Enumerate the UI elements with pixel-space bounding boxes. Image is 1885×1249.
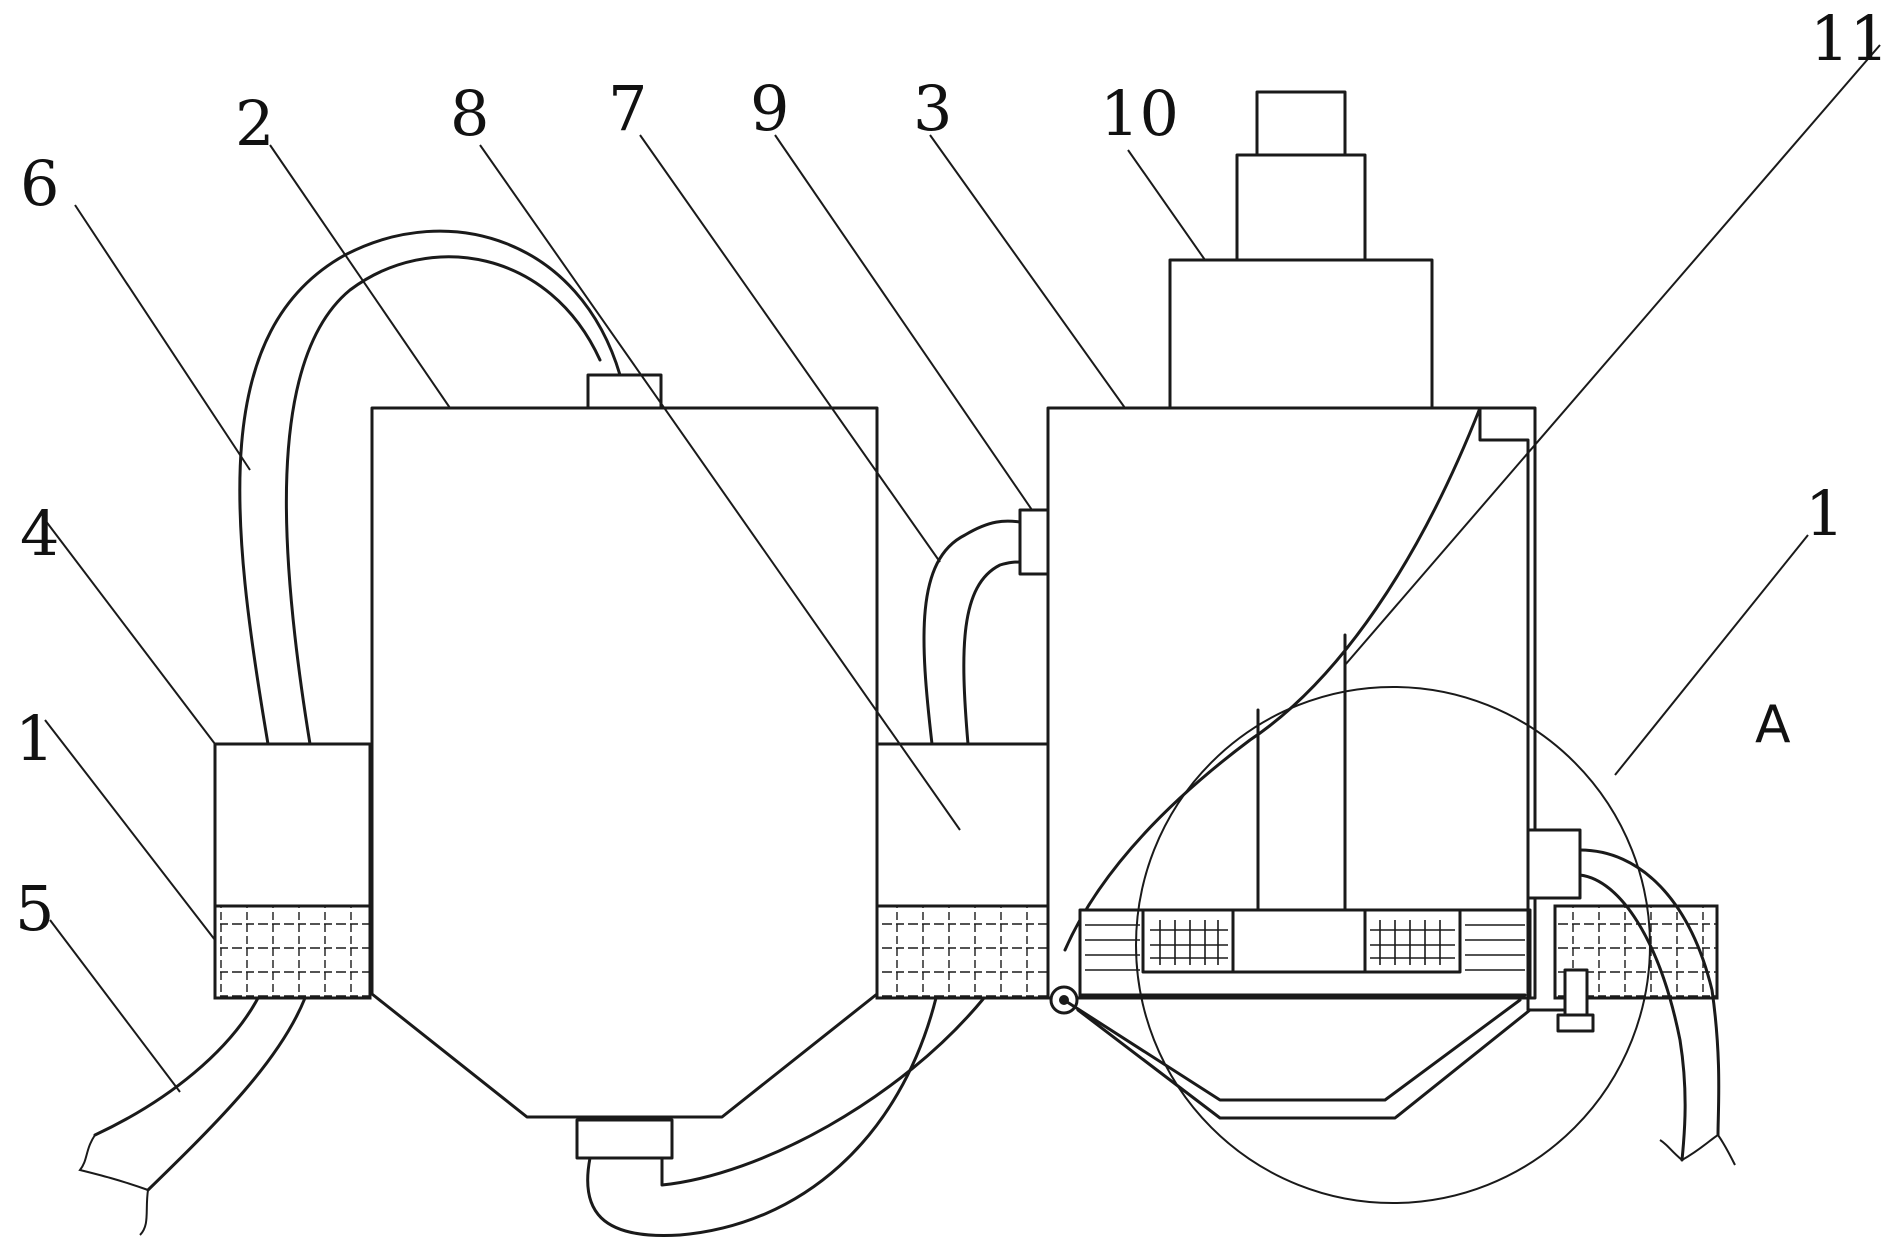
- detail-circle-a: [1135, 686, 1651, 1204]
- tank-3: [1046, 90, 1537, 1000]
- label-detail-a: A: [1755, 695, 1791, 755]
- sieve-assembly: [1078, 908, 1532, 1000]
- left-belt-segment: [213, 742, 372, 1000]
- hinged-hopper: [1049, 985, 1532, 1120]
- label-8: 8: [450, 77, 489, 150]
- label-1-left: 1: [15, 702, 54, 775]
- label-7: 7: [608, 72, 647, 145]
- label-5: 5: [15, 872, 54, 945]
- leader-lines: [44, 44, 1881, 1093]
- label-10: 10: [1100, 77, 1179, 150]
- inner-frame-11: [1063, 406, 1530, 952]
- label-1-right: 1: [1805, 477, 1844, 550]
- tank-2: [370, 373, 879, 1160]
- label-3: 3: [913, 72, 952, 145]
- bottom-hose: [586, 996, 986, 1238]
- middle-belt-segment: [875, 742, 1051, 1000]
- label-11: 11: [1810, 2, 1885, 75]
- top-hose-6: [238, 229, 622, 746]
- hose-9: [922, 508, 1050, 746]
- part-labels: 2 8 7 9 3 10 11 6 4 1 5 1 A: [15, 2, 1885, 945]
- left-lower-hose: [78, 996, 307, 1236]
- label-9: 9: [750, 72, 789, 145]
- right-hose: [1526, 828, 1736, 1166]
- label-4: 4: [20, 497, 59, 570]
- label-2: 2: [235, 87, 274, 160]
- label-6: 6: [20, 147, 59, 220]
